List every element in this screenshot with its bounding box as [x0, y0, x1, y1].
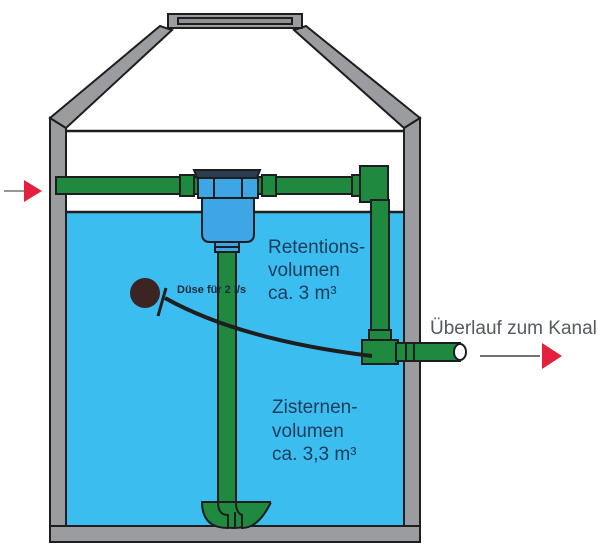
nozzle-label: Düse für 2 l/s	[177, 284, 246, 296]
tank-shaft	[48, 13, 422, 543]
cistern-label-line1: Zisternen-	[272, 397, 358, 418]
inflow-arrow	[4, 180, 42, 202]
calmed-inlet-pipe	[200, 251, 272, 530]
overflow-label: Überlauf zum Kanal	[430, 318, 597, 339]
filter	[192, 169, 262, 253]
float-ball	[130, 278, 160, 308]
float-holder	[156, 287, 168, 317]
retention-label-line2: volumen	[268, 260, 340, 281]
retention-label-line3: ca. 3 m³	[268, 283, 337, 304]
cistern-label-line3: ca. 3,3 m³	[272, 444, 356, 465]
overflow-pipe	[361, 339, 467, 365]
retention-label-line1: Retentions-	[268, 237, 365, 258]
cistern-label-line2: volumen	[272, 421, 344, 442]
suction-hose	[164, 296, 373, 358]
water-volume	[66, 212, 410, 528]
overflow-arrow	[480, 343, 562, 369]
